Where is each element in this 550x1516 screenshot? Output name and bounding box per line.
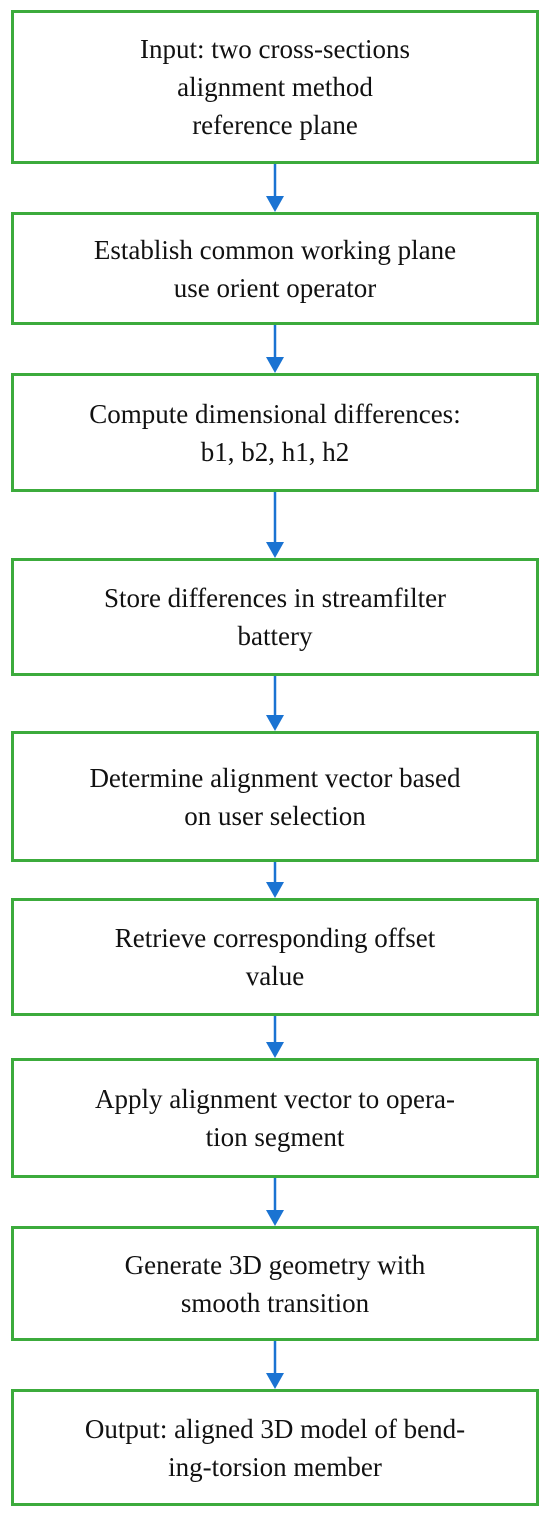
step-text-line: Determine alignment vector based	[89, 762, 461, 793]
arrow-2-to-3	[266, 325, 284, 373]
step-text-line: on user selection	[184, 800, 366, 831]
step-text-line: use orient operator	[173, 272, 377, 303]
step-text-line: reference plane	[192, 110, 358, 140]
step-text-line: smooth transition	[180, 1287, 370, 1318]
arrow-1-to-2	[266, 164, 284, 212]
step-input: Input: two cross-sections alignment meth…	[11, 10, 539, 164]
step-text-line: battery	[237, 621, 313, 651]
step-text-line: Generate 3D geometry with	[124, 1249, 426, 1280]
arrow-4-to-5	[266, 676, 284, 731]
step-text-line: Establish common working plane	[93, 234, 457, 265]
arrow-3-to-4	[266, 492, 284, 558]
step-text-line: Apply alignment vector to opera-	[95, 1084, 455, 1114]
step-apply-alignment-vector: Apply alignment vector to opera- tion se…	[11, 1058, 539, 1178]
step-text-line: Compute dimensional differences:	[89, 398, 461, 429]
step-text-line: Output: aligned 3D model of bend-	[84, 1413, 466, 1444]
step-text-line: Input: two cross-sections	[140, 34, 410, 64]
step-text-line: ing-torsion member	[168, 1451, 382, 1482]
step-text-line: alignment method	[177, 72, 373, 102]
step-text-line: b1, b2, h1, h2	[200, 436, 350, 467]
step-store-differences: Store differences in streamfilter batter…	[11, 558, 539, 676]
arrow-5-to-6	[266, 862, 284, 898]
step-generate-geometry: Generate 3D geometry with smooth transit…	[11, 1226, 539, 1341]
step-establish-working-plane: Establish common working plane use orien…	[11, 212, 539, 325]
step-compute-differences: Compute dimensional differences: b1, b2,…	[11, 373, 539, 492]
step-text-line: Retrieve corresponding offset	[114, 923, 436, 953]
step-text-line: tion segment	[205, 1122, 345, 1152]
step-retrieve-offset: Retrieve corresponding offset value	[11, 898, 539, 1016]
arrow-7-to-8	[266, 1178, 284, 1226]
arrow-8-to-9	[266, 1341, 284, 1389]
step-determine-alignment-vector: Determine alignment vector based on user…	[11, 731, 539, 862]
step-text-line: Store differences in streamfilter	[103, 583, 447, 613]
step-text-line: value	[245, 961, 305, 991]
arrow-6-to-7	[266, 1016, 284, 1058]
step-output: Output: aligned 3D model of bend- ing-to…	[11, 1389, 539, 1506]
